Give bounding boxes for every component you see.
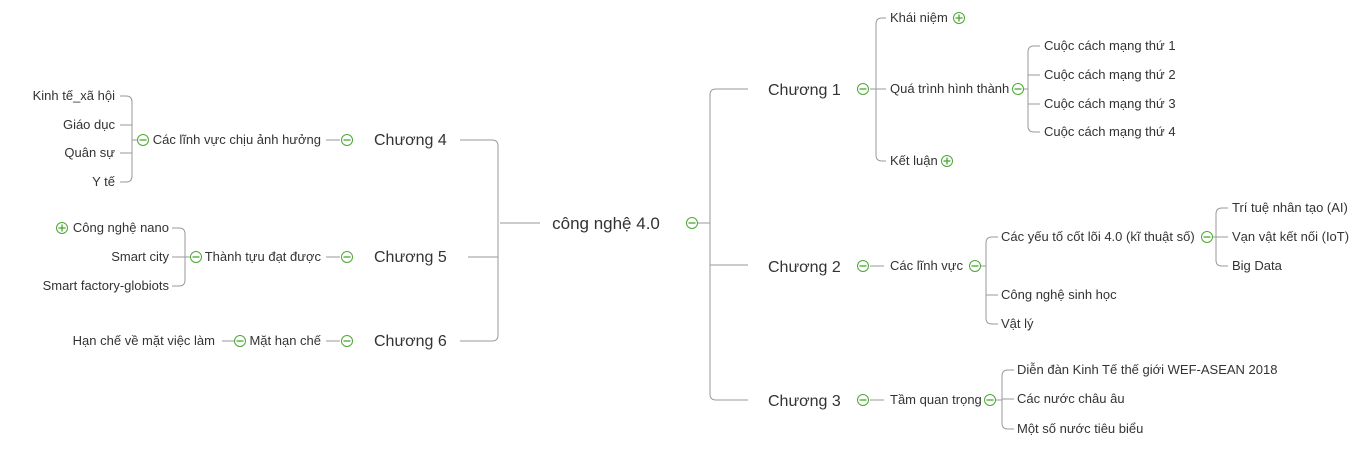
node-big-data[interactable]: Big Data xyxy=(1232,258,1283,273)
chapter-3[interactable]: Chương 3 xyxy=(768,393,841,410)
bracket-cac-linh-vuc xyxy=(985,236,998,325)
node-cuoc-cach-mang-3[interactable]: Cuộc cách mạng thứ 3 xyxy=(1044,96,1176,111)
node-han-che-viec-lam[interactable]: Hạn chế về mặt việc làm xyxy=(73,333,215,348)
node-qua-trinh-hinh-thanh[interactable]: Quá trình hình thành xyxy=(890,81,1009,96)
node-vat-ly[interactable]: Vật lý xyxy=(1001,316,1034,331)
node-smart-city[interactable]: Smart city xyxy=(111,249,169,264)
node-cuoc-cach-mang-2[interactable]: Cuộc cách mạng thứ 2 xyxy=(1044,67,1176,82)
node-tam-quan-trong[interactable]: Tầm quan trọng xyxy=(890,392,982,407)
node-giao-duc[interactable]: Giáo dục xyxy=(63,117,116,132)
collapse-icon-chuong1[interactable] xyxy=(857,83,869,95)
bracket-thanh-tuu xyxy=(172,227,186,287)
node-smart-factory[interactable]: Smart factory-globiots xyxy=(43,278,170,293)
chapter-1[interactable]: Chương 1 xyxy=(768,82,841,99)
node-labels: công nghệ 4.0 Chương 1 Chương 2 Chương 3… xyxy=(33,10,1349,436)
node-mat-han-che[interactable]: Mặt hạn chế xyxy=(249,333,321,348)
collapse-icon-yeu-to[interactable] xyxy=(1201,231,1213,243)
node-cac-nuoc-chau-au[interactable]: Các nước châu âu xyxy=(1017,391,1125,406)
collapse-icon-linh-vuc-4[interactable] xyxy=(137,134,149,146)
chapter-5[interactable]: Chương 5 xyxy=(374,249,447,266)
collapse-icon-root[interactable] xyxy=(686,217,698,229)
node-cac-linh-vuc[interactable]: Các lĩnh vực xyxy=(890,258,964,273)
root-topic[interactable]: công nghệ 4.0 xyxy=(552,214,660,233)
bracket-linh-vuc-4 xyxy=(120,95,133,183)
node-y-te[interactable]: Y tế xyxy=(92,174,116,189)
chapter-6[interactable]: Chương 6 xyxy=(374,333,447,350)
expand-icon-ket-luan[interactable] xyxy=(941,155,953,167)
bracket-yeu-to xyxy=(1215,207,1228,267)
node-tri-tue-nhan-tao[interactable]: Trí tuệ nhân tạo (AI) xyxy=(1232,200,1348,215)
node-kinh-te-xa-hoi[interactable]: Kinh tế_xã hội xyxy=(33,88,116,103)
bracket-root-left xyxy=(460,139,499,342)
expand-icon-cong-nghe-nano[interactable] xyxy=(56,222,68,234)
node-linh-vuc-anh-huong[interactable]: Các lĩnh vực chịu ảnh hưởng xyxy=(153,132,321,147)
node-thanh-tuu[interactable]: Thành tựu đạt được xyxy=(205,249,322,264)
node-cong-nghe-nano[interactable]: Công nghệ nano xyxy=(73,220,169,235)
collapse-icon-tam-quan-trong[interactable] xyxy=(984,394,996,406)
node-cuoc-cach-mang-4[interactable]: Cuộc cách mạng thứ 4 xyxy=(1044,124,1176,139)
collapse-icon-chuong4[interactable] xyxy=(341,134,353,146)
collapse-icon-thanh-tuu[interactable] xyxy=(190,251,202,263)
collapse-icon-chuong6[interactable] xyxy=(341,335,353,347)
chapter-2[interactable]: Chương 2 xyxy=(768,259,841,276)
collapse-icon-chuong2[interactable] xyxy=(857,260,869,272)
node-mot-so-nuoc-tieu-bieu[interactable]: Một số nước tiêu biểu xyxy=(1017,421,1143,436)
node-cong-nghe-sinh-hoc[interactable]: Công nghệ sinh học xyxy=(1001,287,1117,302)
bracket-qua-trinh xyxy=(1027,45,1040,133)
collapse-icon-chuong5[interactable] xyxy=(341,251,353,263)
bracket-root-right xyxy=(709,88,748,401)
node-quan-su[interactable]: Quân sự xyxy=(64,145,115,160)
node-cuoc-cach-mang-1[interactable]: Cuộc cách mạng thứ 1 xyxy=(1044,38,1176,53)
bracket-tam-quan-trong xyxy=(1001,369,1014,430)
collapse-icon-qua-trinh[interactable] xyxy=(1012,83,1024,95)
node-khai-niem[interactable]: Khái niệm xyxy=(890,10,948,25)
collapse-icon-chuong3[interactable] xyxy=(857,394,869,406)
node-yeu-to-cot-loi[interactable]: Các yếu tố cốt lõi 4.0 (kĩ thuật số) xyxy=(1001,229,1195,244)
node-dien-dan-wef[interactable]: Diễn đàn Kinh Tế thế giới WEF-ASEAN 2018 xyxy=(1017,362,1277,377)
node-ket-luan[interactable]: Kết luận xyxy=(890,153,938,168)
expand-icon-khai-niem[interactable] xyxy=(953,12,965,24)
collapse-icon-mat-han-che[interactable] xyxy=(234,335,246,347)
bracket-c1 xyxy=(875,17,886,162)
toggle-icons xyxy=(56,12,1213,406)
node-van-vat-ket-noi[interactable]: Vạn vật kết nối (IoT) xyxy=(1232,229,1349,244)
connector-lines xyxy=(120,17,1228,430)
chapter-4[interactable]: Chương 4 xyxy=(374,132,447,149)
collapse-icon-cac-linh-vuc[interactable] xyxy=(969,260,981,272)
